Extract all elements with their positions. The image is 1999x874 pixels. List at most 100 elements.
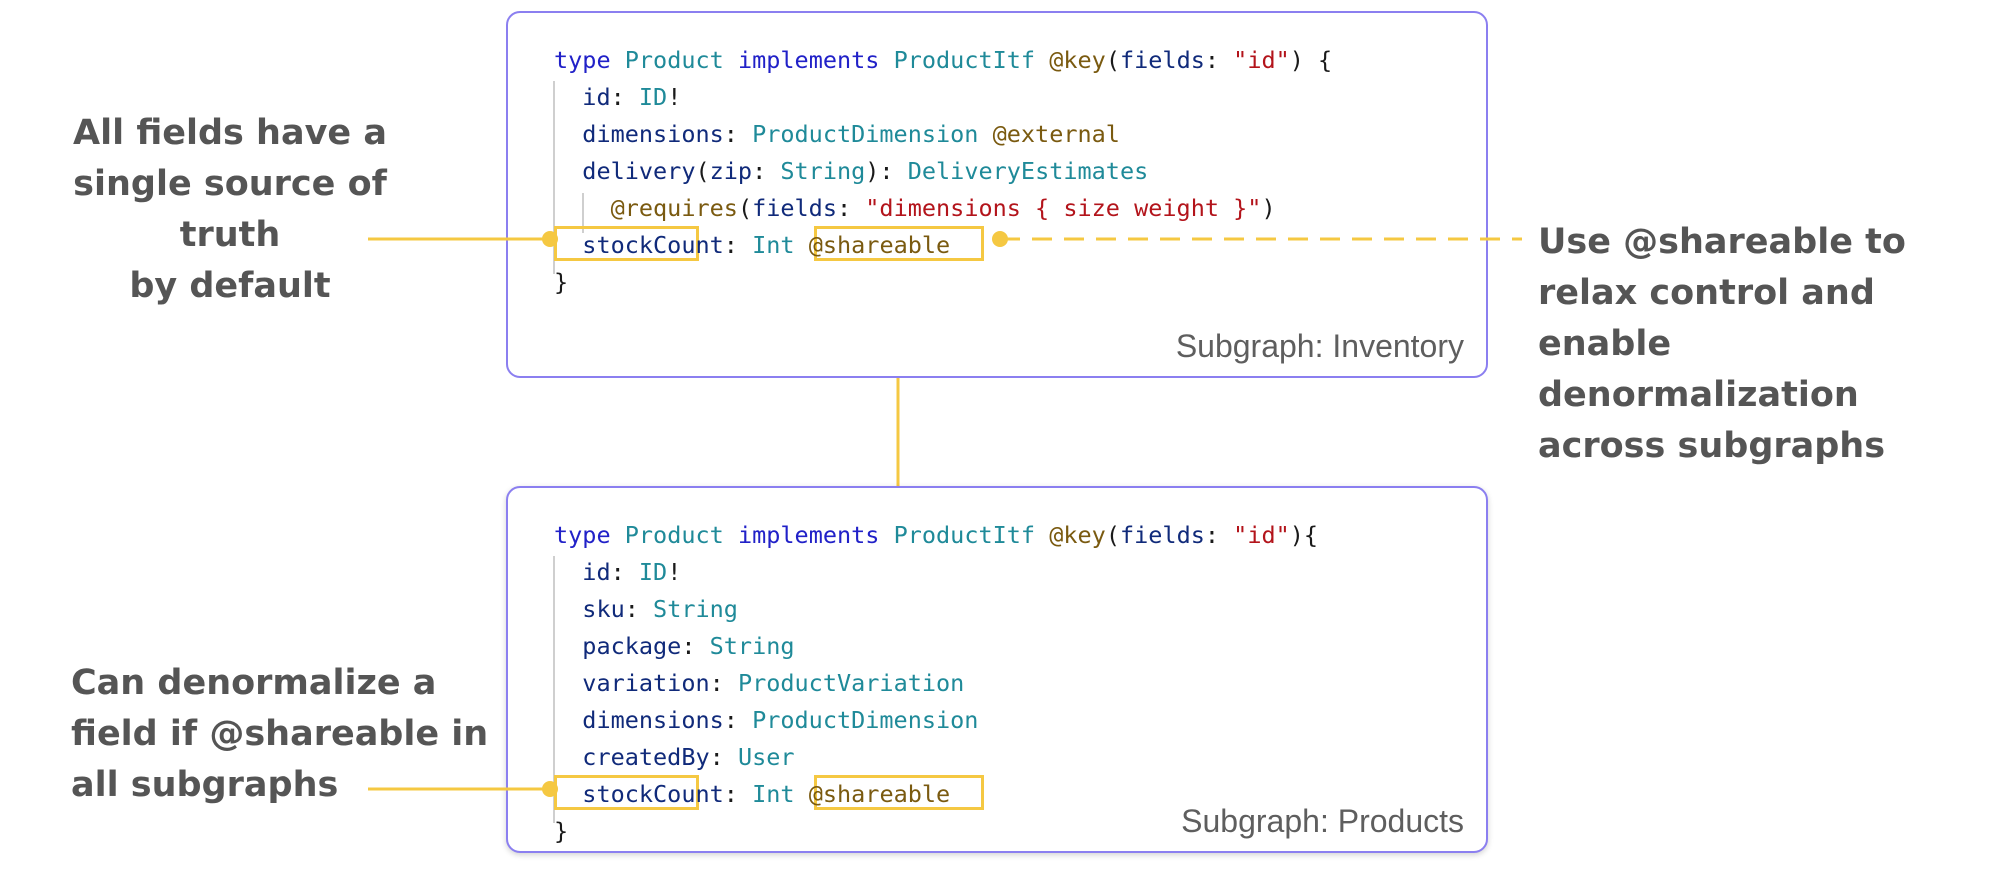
annotation-line: Can denormalize a bbox=[71, 663, 437, 703]
inventory-subgraph-panel: type Product implements ProductItf @key(… bbox=[506, 11, 1488, 378]
code-line: type Product implements ProductItf @key(… bbox=[554, 517, 1318, 554]
indent-guide bbox=[553, 556, 555, 823]
field-name: id bbox=[582, 558, 611, 586]
annotation-line: all subgraphs bbox=[71, 765, 339, 805]
punct: ){ bbox=[1289, 521, 1319, 549]
shareable-directive: @shareable bbox=[808, 780, 951, 808]
closing-brace: } bbox=[554, 817, 569, 845]
punct: : bbox=[723, 780, 738, 808]
shareable-directive-highlight bbox=[814, 226, 984, 261]
annotation-line: across subgraphs bbox=[1538, 426, 1886, 466]
field-type: ProductDimension bbox=[752, 120, 979, 148]
annotation-use-shareable: Use @shareable to relax control and enab… bbox=[1538, 217, 1998, 472]
punct: ! bbox=[667, 83, 682, 111]
field-type: Int bbox=[752, 780, 795, 808]
code-line: } bbox=[554, 264, 1332, 301]
code-line: id: ID! bbox=[554, 554, 1318, 591]
code-line: } bbox=[554, 813, 1318, 850]
type-name: Product bbox=[624, 521, 724, 549]
indent-guide-nested bbox=[582, 193, 584, 233]
code-line: package: String bbox=[554, 628, 1318, 665]
code-line: stockCount: Int @shareable bbox=[554, 227, 1332, 264]
field-name: dimensions bbox=[582, 120, 724, 148]
annotation-line: by default bbox=[129, 266, 331, 306]
keyword-implements: implements bbox=[737, 521, 880, 549]
field-name: stockCount bbox=[582, 780, 724, 808]
code-line: delivery(zip: String): DeliveryEstimates bbox=[554, 153, 1332, 190]
field-type: ID bbox=[638, 83, 668, 111]
shareable-directive-highlight bbox=[814, 775, 984, 810]
key-directive: @key bbox=[1049, 521, 1106, 549]
directive-arg: fields bbox=[752, 194, 837, 222]
field-name: sku bbox=[582, 595, 625, 623]
annotation-line: Use @shareable to bbox=[1538, 222, 1906, 262]
field-type: User bbox=[737, 743, 795, 771]
interface-name: ProductItf bbox=[893, 521, 1036, 549]
code-line: dimensions: ProductDimension bbox=[554, 702, 1318, 739]
field-type: String bbox=[653, 595, 738, 623]
products-subgraph-panel: type Product implements ProductItf @key(… bbox=[506, 486, 1488, 853]
field-name: id bbox=[582, 83, 611, 111]
field-type: ProductVariation bbox=[737, 669, 965, 697]
shareable-directive: @shareable bbox=[808, 231, 951, 259]
directive-arg: fields bbox=[1119, 521, 1205, 549]
requires-directive: @requires bbox=[610, 194, 738, 222]
punct: : bbox=[723, 120, 753, 148]
punct: : bbox=[709, 669, 738, 697]
keyword-implements: implements bbox=[737, 46, 880, 74]
punct: : bbox=[723, 706, 753, 734]
punct: ( bbox=[1105, 46, 1120, 74]
punct: : bbox=[836, 194, 866, 222]
annotation-line: enable denormalization bbox=[1538, 324, 1859, 415]
field-name: package bbox=[582, 632, 682, 660]
string-literal: "dimensions { size weight }" bbox=[865, 194, 1262, 222]
code-line: @requires(fields: "dimensions { size wei… bbox=[554, 190, 1332, 227]
code-line: sku: String bbox=[554, 591, 1318, 628]
field-type: ProductDimension bbox=[752, 706, 979, 734]
punct: : bbox=[752, 157, 781, 185]
string-literal: "id" bbox=[1233, 521, 1290, 549]
punct: : bbox=[610, 83, 639, 111]
keyword-type: type bbox=[554, 521, 611, 549]
type-name: Product bbox=[624, 46, 724, 74]
arg-type: String bbox=[780, 157, 866, 185]
field-type: Int bbox=[752, 231, 795, 259]
field-type: DeliveryEstimates bbox=[907, 157, 1149, 185]
field-type: String bbox=[709, 632, 795, 660]
punct: ): bbox=[865, 157, 908, 185]
key-directive: @key bbox=[1049, 46, 1106, 74]
products-code-block: type Product implements ProductItf @key(… bbox=[554, 517, 1318, 850]
punct: ( bbox=[737, 194, 753, 222]
code-line: dimensions: ProductDimension @external bbox=[554, 116, 1332, 153]
field-name: delivery bbox=[582, 157, 696, 185]
closing-brace: } bbox=[554, 268, 569, 296]
indent-guide bbox=[553, 81, 555, 274]
code-line: stockCount: Int @shareable bbox=[554, 776, 1318, 813]
string-literal: "id" bbox=[1233, 46, 1290, 74]
field-type: ID bbox=[638, 558, 668, 586]
annotation-denormalize: Can denormalize a field if @shareable in… bbox=[71, 658, 531, 811]
interface-name: ProductItf bbox=[893, 46, 1036, 74]
punct: : bbox=[681, 632, 710, 660]
arg-name: zip bbox=[709, 157, 753, 185]
keyword-type: type bbox=[554, 46, 611, 74]
field-name: stockCount bbox=[582, 231, 724, 259]
annotation-line: All fields have a bbox=[73, 113, 387, 153]
inventory-code-block: type Product implements ProductItf @key(… bbox=[554, 42, 1332, 301]
punct: : bbox=[610, 558, 639, 586]
punct: ( bbox=[695, 157, 710, 185]
annotation-line: single source of truth bbox=[73, 164, 387, 255]
code-line: id: ID! bbox=[554, 79, 1332, 116]
field-name: createdBy bbox=[582, 743, 710, 771]
annotation-single-source: All fields have a single source of truth… bbox=[20, 108, 440, 312]
subgraph-label: Subgraph: Inventory bbox=[1175, 328, 1464, 364]
punct: ) bbox=[1261, 194, 1276, 222]
code-line: createdBy: User bbox=[554, 739, 1318, 776]
punct: : bbox=[723, 231, 738, 259]
subgraph-label: Subgraph: Products bbox=[1181, 803, 1464, 839]
annotation-line: relax control and bbox=[1538, 273, 1875, 313]
annotation-line: field if @shareable in bbox=[71, 714, 489, 754]
punct: ! bbox=[667, 558, 682, 586]
punct: ( bbox=[1105, 521, 1120, 549]
directive-arg: fields bbox=[1119, 46, 1205, 74]
